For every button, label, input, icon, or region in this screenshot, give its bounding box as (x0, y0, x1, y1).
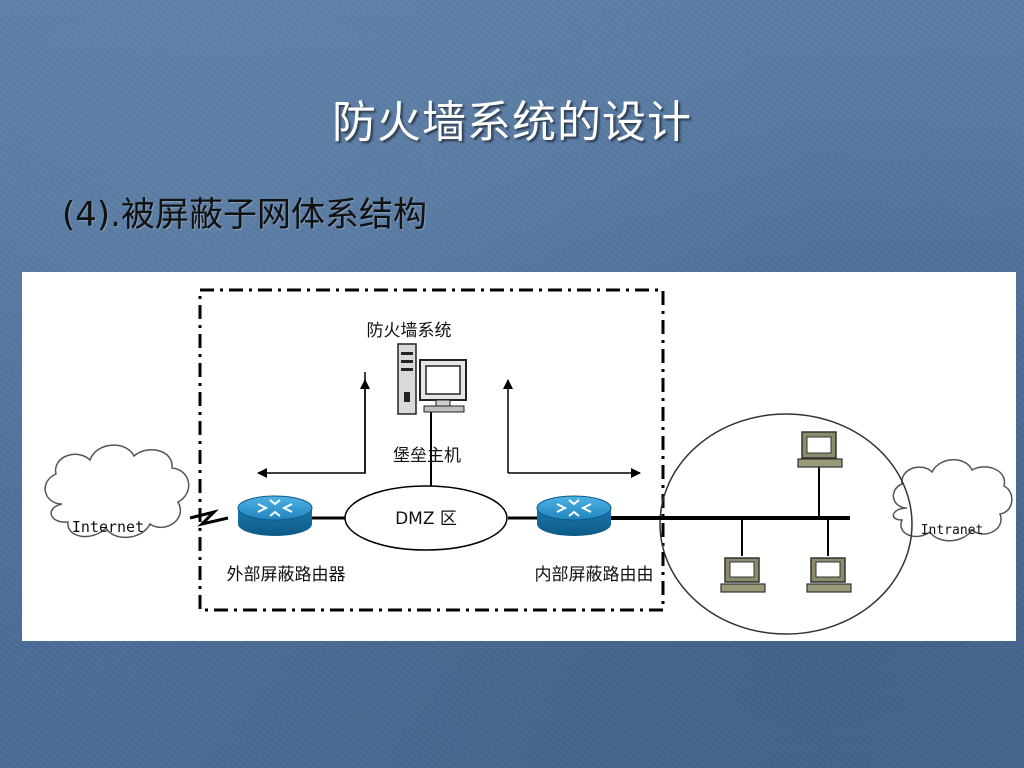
internet-label: Internet (72, 518, 144, 536)
intranet-label: Intranet (921, 523, 984, 538)
firewall-system-label: 防火墙系统 (367, 321, 452, 341)
intranet-cloud: Intranet (892, 459, 1013, 542)
bastion-host-computer-icon (397, 343, 467, 415)
inner-router-icon (536, 495, 612, 536)
outer-router-label: 外部屏蔽路由器 (227, 565, 346, 585)
internet-cloud: Internet (44, 444, 190, 538)
intranet-boundary (659, 413, 913, 635)
flow-arrow-right (503, 379, 641, 478)
dmz-label: DMZ 区 (395, 509, 457, 529)
firewall-boundary (198, 288, 665, 612)
slide-subtitle: (4).被屏蔽子网体系结构 (62, 195, 427, 235)
flow-arrow-left (257, 372, 366, 478)
inner-router-label: 内部屏蔽路由由 (535, 565, 654, 585)
intranet-terminal-left-icon (720, 557, 766, 593)
bastion-host-label: 堡垒主机 (393, 446, 461, 466)
network-diagram: Internet Intranet DMZ 区 (22, 272, 1016, 641)
wan-link-icon (189, 509, 229, 527)
dmz-zone: DMZ 区 (344, 485, 508, 551)
intranet-terminal-top-icon (797, 431, 843, 468)
slide-title: 防火墙系统的设计 (332, 97, 692, 148)
outer-router-icon (237, 495, 313, 536)
network-diagram-svg: Internet Intranet DMZ 区 (44, 288, 1013, 635)
intranet-terminal-right-icon (806, 557, 852, 593)
